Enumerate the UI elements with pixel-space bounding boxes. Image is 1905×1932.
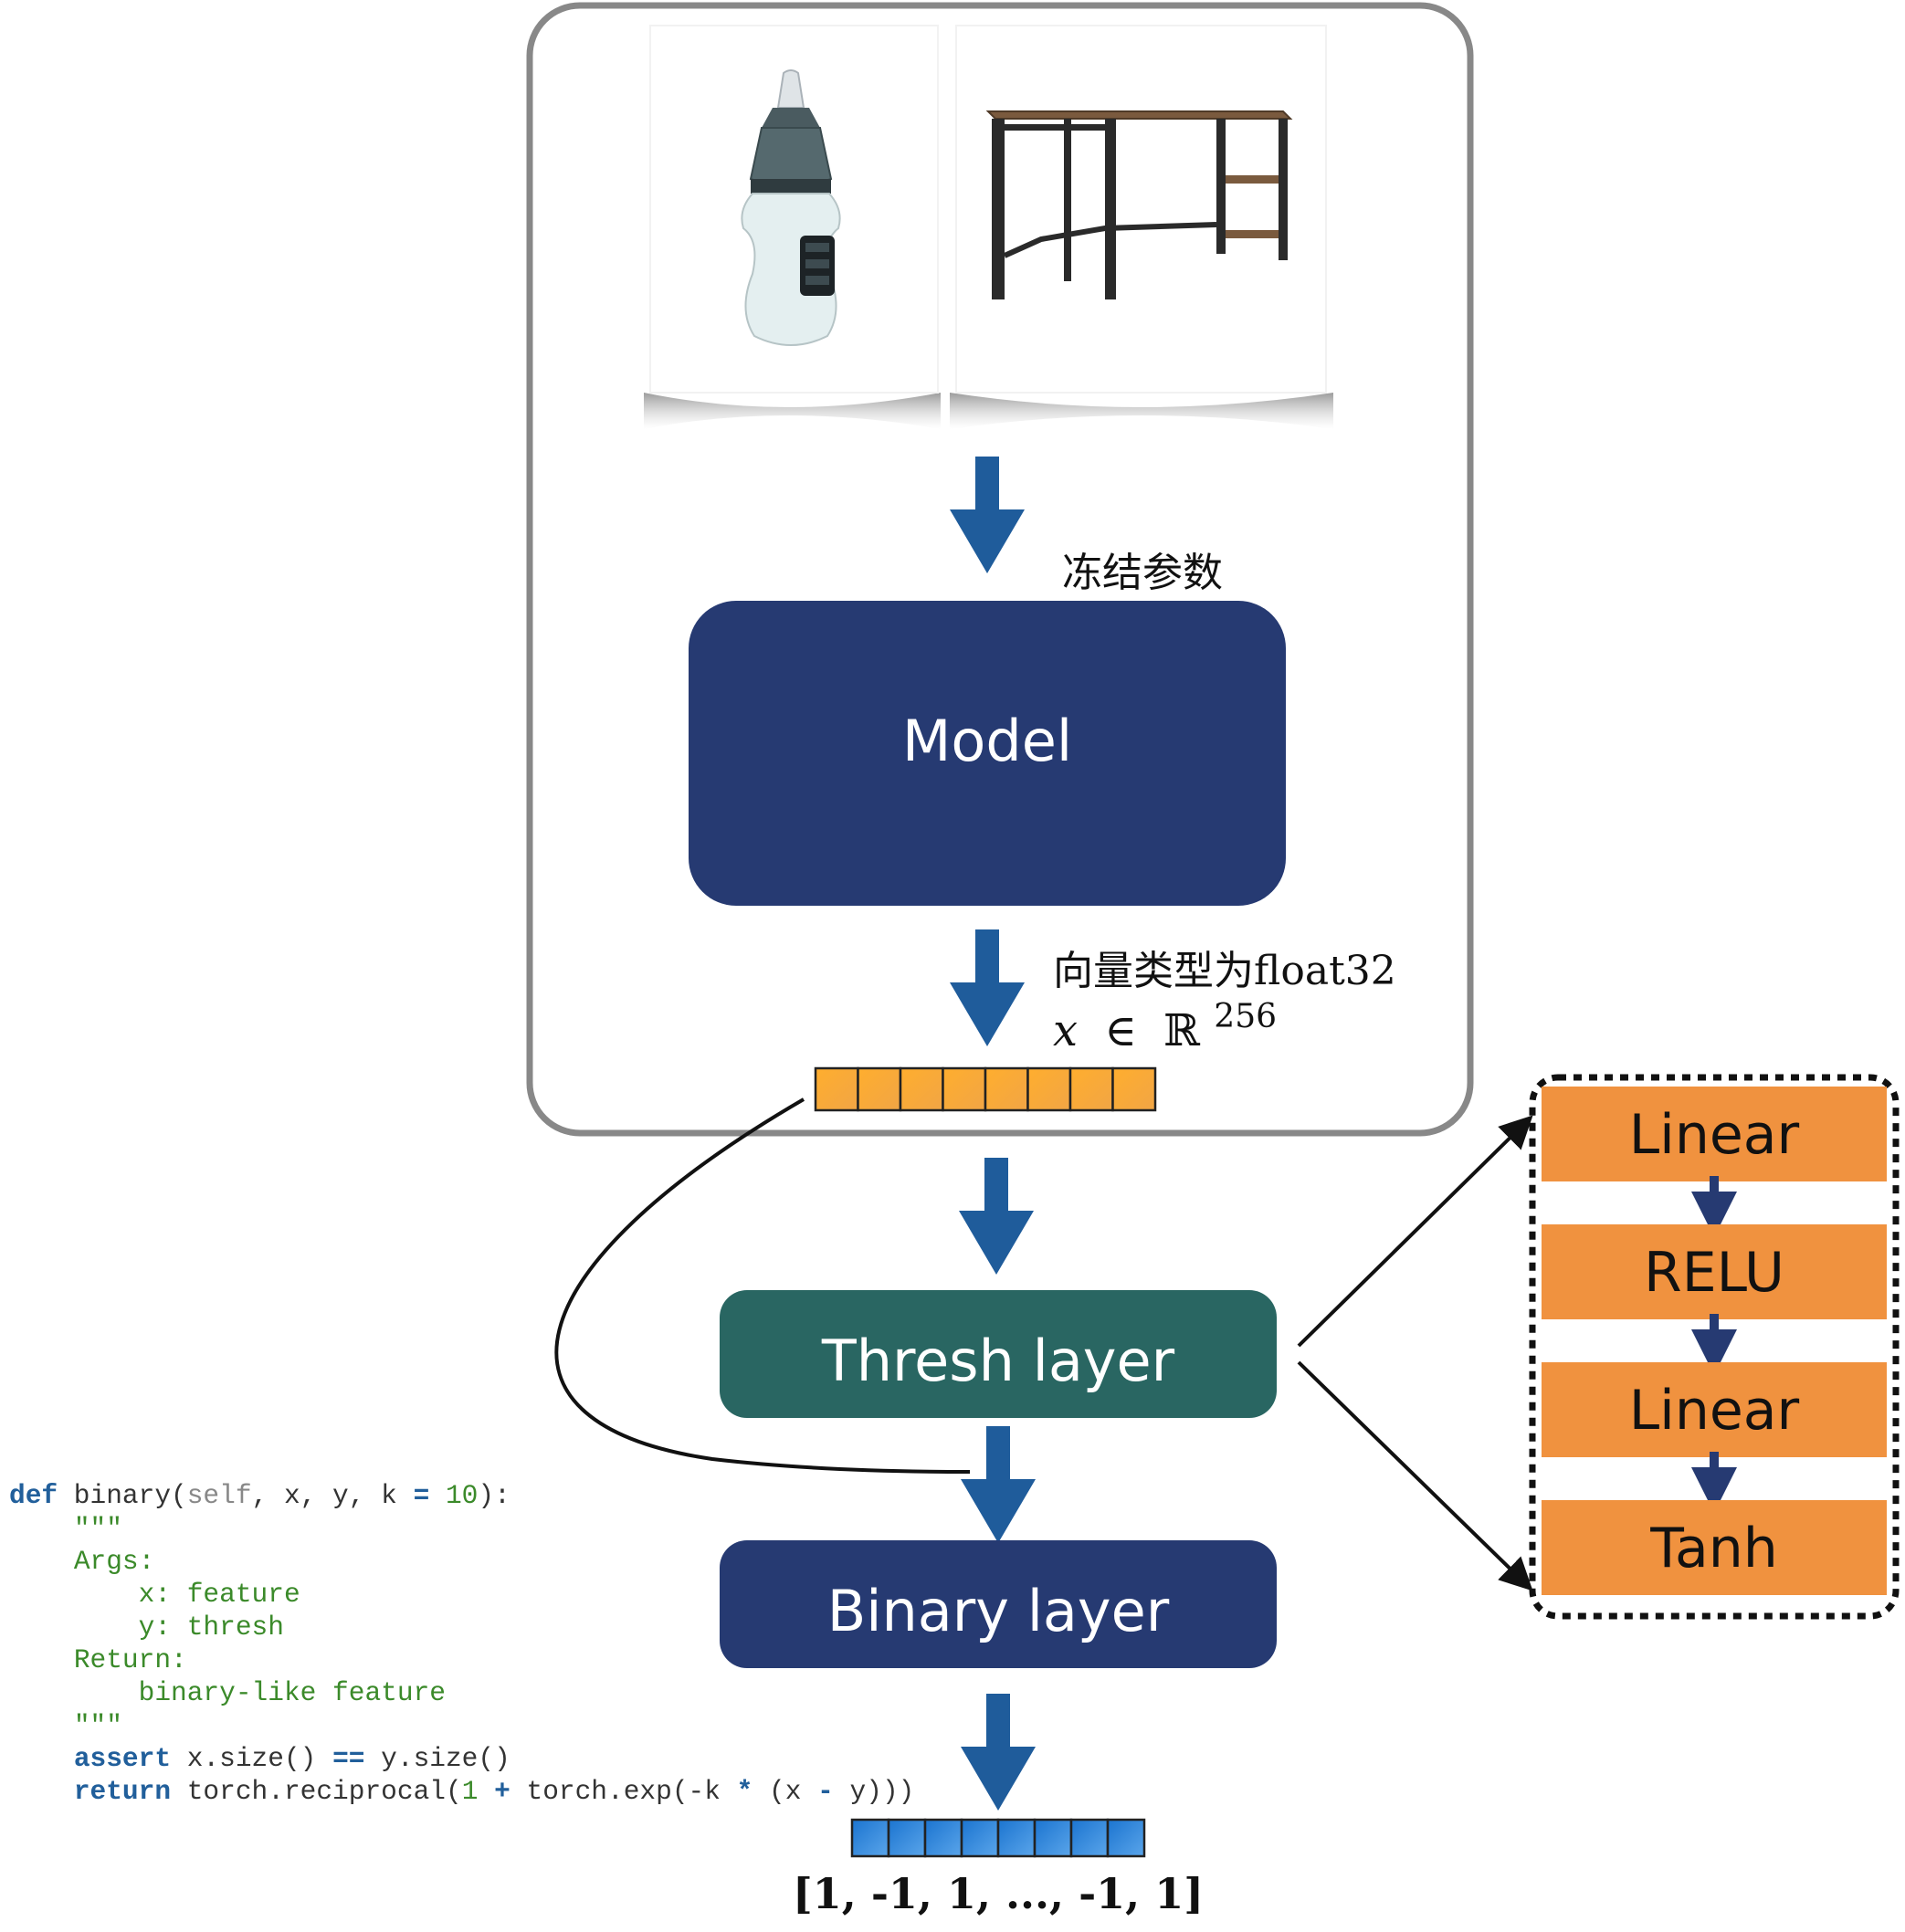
freeze-params-label: 冻结参数 [1062,550,1223,596]
vector-in-symbol: ∈ [1104,1005,1137,1056]
code-docstring-open: """ [73,1513,122,1544]
model-box [689,601,1286,906]
thresh-layer-box [720,1290,1277,1418]
block-label-relu-1: RELU [1644,1241,1784,1305]
float-vector-cell [984,1066,1029,1112]
code-params-rest: , x, y, k [251,1480,414,1511]
code-kw-def: def [9,1480,58,1511]
feature-skip-connection [554,1097,971,1474]
binary-vector-cell [850,1818,890,1858]
float-vector-cell [1111,1066,1157,1112]
code-return-header: Return: [73,1644,187,1675]
arrow-binary-to-output [961,1694,1036,1811]
code-arg-x: x: feature [138,1579,300,1610]
arrow-images-to-model [950,457,1025,573]
code-args-header: Args: [73,1546,155,1577]
binary-layer-label: Binary layer [827,1578,1170,1644]
expand-arrow-top [1297,1115,1533,1348]
binary-function-code: def binary(self, x, y, k = 10): """ Args… [9,1479,914,1808]
code-ret-d: y))) [833,1776,915,1807]
code-assert-lhs: x.size() [171,1743,333,1774]
code-ret-minus-k: -k [688,1776,721,1807]
binary-vector-cell [1069,1818,1110,1858]
code-docstring-close: """ [73,1710,122,1741]
float-vector-cell [857,1066,902,1112]
expand-arrow-bottom [1297,1360,1533,1591]
arrow-model-to-vector [950,929,1025,1046]
binary-layer-box [720,1540,1277,1668]
code-assert-rhs: y.size() [364,1743,510,1774]
code-ret-b: torch.exp( [510,1776,689,1807]
binary-output-vector [850,1818,1146,1858]
nasal-aspirator-image [644,25,941,429]
frozen-model-frame [526,2,1474,1137]
block-linear-2 [1542,1362,1887,1457]
float-vector-cell [899,1066,944,1112]
code-ret-a: torch.reciprocal( [171,1776,462,1807]
code-op-minus: - [817,1776,834,1807]
arrow-vector-to-thresh [959,1158,1034,1275]
code-func-name: binary( [58,1480,187,1511]
code-default-k: 10 [445,1480,479,1511]
binary-vector-cell [887,1818,927,1858]
code-ret-one: 1 [461,1776,479,1807]
model-label: Model [902,708,1072,774]
vector-type-label: 向量类型为float32 [1053,948,1396,994]
l-shaped-desk-image [950,25,1333,429]
thresh-layer-label: Thresh layer [821,1328,1175,1394]
block-label-linear-0: Linear [1629,1103,1800,1167]
code-op-mul: * [736,1776,753,1807]
block-relu-1 [1542,1224,1887,1319]
float32-feature-vector [814,1066,1157,1112]
float-vector-cell [814,1066,859,1112]
vector-x-symbol: x [1053,1005,1078,1056]
code-sig-end: ): [478,1480,510,1511]
thresh-detail-frame [1529,1074,1900,1620]
code-kw-assert: assert [73,1743,172,1774]
float-vector-cell [1068,1066,1114,1112]
code-ret-c: (x [753,1776,818,1807]
vector-dim-superscript: 256 [1214,998,1277,1035]
float-vector-cell [1026,1066,1072,1112]
block-linear-0 [1542,1087,1887,1181]
binary-output-label: [1, -1, 1, ..., -1, 1] [793,1869,1204,1918]
code-return-desc: binary-like feature [138,1677,446,1708]
binary-vector-cell [960,1818,1000,1858]
block-label-tanh-3: Tanh [1649,1517,1778,1580]
vector-dim-label: x ∈ ℝ 256 [1053,998,1277,1056]
block-tanh-3 [1542,1500,1887,1595]
vector-real-symbol: ℝ [1163,1005,1200,1056]
arrow-thresh-to-binary [961,1426,1036,1543]
binary-vector-cell [996,1818,1037,1858]
binary-vector-cell [923,1818,963,1858]
binary-vector-cell [1033,1818,1073,1858]
float-vector-cell [942,1066,987,1112]
code-arg-y: y: thresh [138,1612,284,1643]
code-op-assign: = [413,1480,430,1511]
block-label-linear-2: Linear [1629,1379,1800,1443]
code-kw-return: return [73,1776,172,1807]
code-op-plus: + [494,1776,510,1807]
binary-vector-cell [1106,1818,1146,1858]
code-op-eqeq: == [332,1743,365,1774]
code-param-self: self [186,1480,252,1511]
